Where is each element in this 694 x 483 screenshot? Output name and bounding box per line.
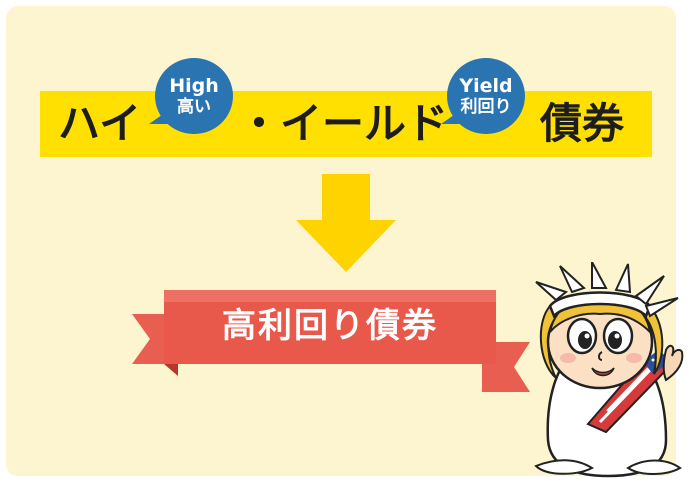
- bubble-tail: [149, 110, 169, 124]
- bubble-high-ja: 高い: [177, 96, 211, 117]
- ribbon-label: 高利回り債券: [222, 306, 438, 346]
- bubble-tail: [441, 110, 461, 124]
- statue-of-liberty-mascot: [534, 262, 684, 478]
- high-bubble: High 高い: [149, 58, 233, 134]
- down-arrow-icon: [296, 174, 396, 272]
- yield-bubble: Yield 利回り: [441, 58, 525, 134]
- bubble-yield-en: Yield: [459, 74, 513, 97]
- title-band: [40, 91, 652, 157]
- word-bond: 債券: [540, 99, 625, 148]
- word-hai: ハイ: [58, 99, 142, 148]
- ribbon-banner: [132, 290, 530, 392]
- word-yield: ・イールド: [238, 99, 449, 148]
- bubble-yield-ja: 利回り: [460, 96, 512, 117]
- bubble-high-en: High: [169, 74, 219, 97]
